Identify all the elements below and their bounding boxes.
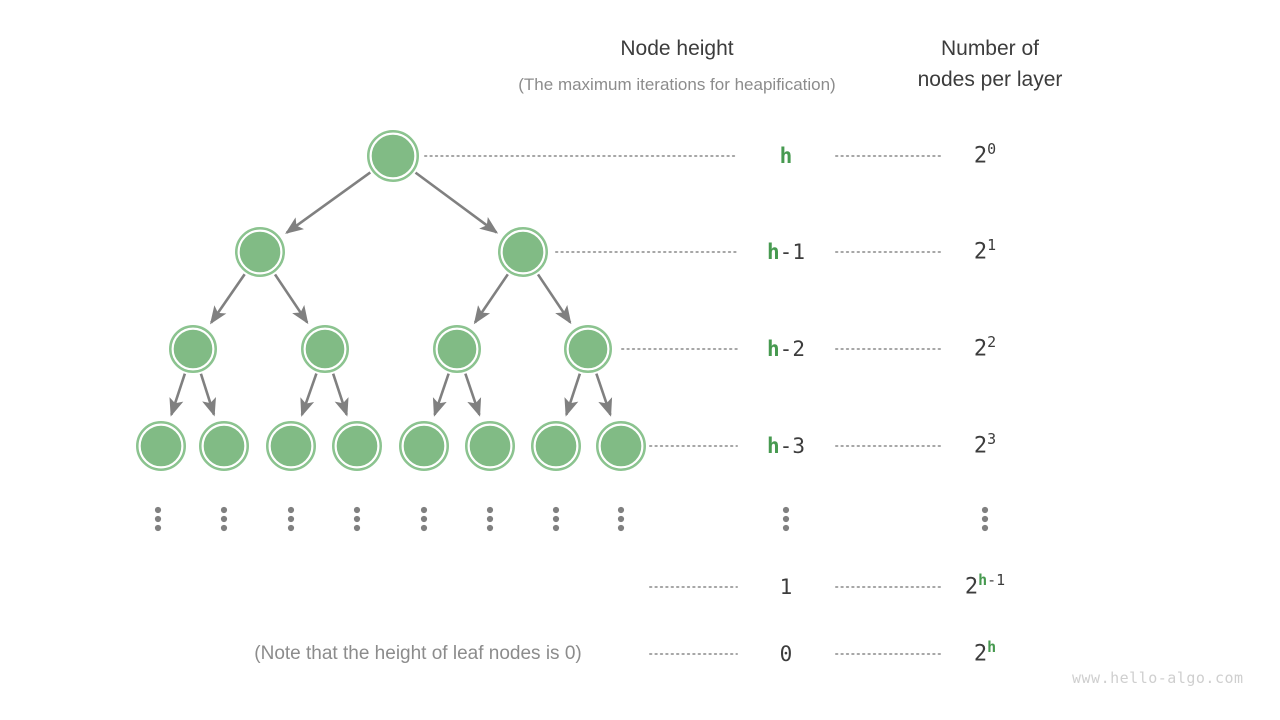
tree-node — [433, 325, 481, 373]
ellipsis-dot — [353, 506, 361, 514]
ellipsis-dot — [552, 506, 560, 514]
ellipsis-dot — [552, 524, 560, 532]
ellipsis-dot — [420, 524, 428, 532]
ellipsis-dot — [420, 515, 428, 523]
tree-edge — [210, 273, 246, 325]
header-nodes-per-layer-line2: nodes per layer — [917, 68, 1063, 91]
tree-nodes — [136, 130, 646, 471]
node-height-value: h-3 — [767, 434, 805, 458]
tree-edge — [564, 373, 582, 417]
header-node-height-subtitle: (The maximum iterations for heapificatio… — [518, 75, 836, 94]
ellipsis-dot — [981, 506, 989, 514]
ellipsis-dot — [287, 506, 295, 514]
nodes-per-layer-value: 20 — [973, 140, 997, 169]
watermark: www.hello-algo.com — [1072, 669, 1244, 687]
tree-edge — [536, 273, 572, 325]
node-height-value: h — [779, 144, 793, 168]
node-height-value: 0 — [779, 642, 793, 666]
tree-edge — [285, 171, 372, 234]
ellipsis-dot — [220, 515, 228, 523]
ellipsis-dot — [154, 524, 162, 532]
nodes-per-layer-value: 23 — [973, 430, 997, 459]
tree-node — [367, 130, 419, 182]
tree-edge — [414, 171, 499, 234]
ellipsis-dot — [154, 506, 162, 514]
tree-edge — [432, 373, 450, 417]
tree-node — [235, 227, 285, 277]
tree-node — [169, 325, 217, 373]
ellipsis-dot — [486, 524, 494, 532]
tree-edge — [473, 273, 509, 325]
ellipsis-dot — [981, 515, 989, 523]
ellipsis-dot — [782, 506, 790, 514]
tree-node — [498, 227, 548, 277]
nodes-per-layer-value: 21 — [973, 236, 997, 265]
tree-node — [596, 421, 646, 471]
ellipsis-dots — [154, 506, 989, 532]
tree-edge — [300, 373, 318, 417]
ellipsis-dot — [287, 524, 295, 532]
nodes-per-layer-value: 2h — [973, 638, 997, 667]
ellipsis-dot — [287, 515, 295, 523]
ellipsis-dot — [220, 506, 228, 514]
ellipsis-dot — [353, 524, 361, 532]
tree-node — [531, 421, 581, 471]
tree-edges — [169, 171, 613, 417]
tree-node — [332, 421, 382, 471]
ellipsis-dot — [981, 524, 989, 532]
node-height-value: h-1 — [767, 240, 805, 264]
tree-node — [199, 421, 249, 471]
tree-node — [564, 325, 612, 373]
tree-edge — [273, 273, 309, 325]
ellipsis-dot — [617, 524, 625, 532]
ellipsis-dot — [782, 524, 790, 532]
tree-edge — [331, 373, 349, 417]
tree-node — [465, 421, 515, 471]
ellipsis-dot — [617, 515, 625, 523]
tree-edge — [464, 373, 482, 417]
ellipsis-dot — [420, 506, 428, 514]
ellipsis-dot — [220, 524, 228, 532]
ellipsis-dot — [617, 506, 625, 514]
node-height-value: h-2 — [767, 337, 805, 361]
ellipsis-dot — [552, 515, 560, 523]
leaf-height-note: (Note that the height of leaf nodes is 0… — [254, 643, 582, 664]
ellipsis-dot — [353, 515, 361, 523]
tree-node — [136, 421, 186, 471]
tree-node — [399, 421, 449, 471]
tree-edge — [169, 373, 187, 417]
connector-dotted-lines — [424, 155, 945, 655]
node-height-value: 1 — [779, 575, 793, 599]
header-node-height-title: Node height — [620, 37, 734, 60]
ellipsis-dot — [782, 515, 790, 523]
tree-edge — [199, 373, 216, 417]
tree-edge — [595, 373, 613, 417]
tree-node — [266, 421, 316, 471]
nodes-per-layer-value: 2h-1 — [964, 571, 1006, 600]
nodes-per-layer-value: 22 — [973, 333, 997, 362]
header-nodes-per-layer-line1: Number of — [940, 37, 1040, 60]
ellipsis-dot — [486, 506, 494, 514]
tree-node — [301, 325, 349, 373]
ellipsis-dot — [486, 515, 494, 523]
ellipsis-dot — [154, 515, 162, 523]
